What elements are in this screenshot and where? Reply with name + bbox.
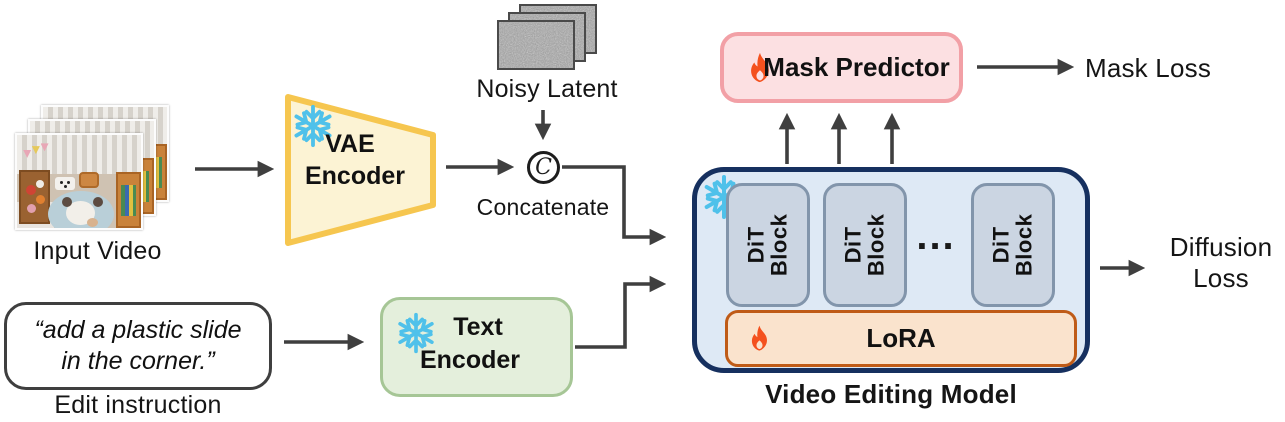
latent-frame-front [497, 20, 575, 70]
noisy-latent-label: Noisy Latent [476, 75, 618, 103]
edit-instruction-quote-line1: “add a plastic slide [34, 315, 242, 344]
mask-predictor: Mask Predictor [720, 32, 963, 103]
dit-block-3: DiT Block [971, 183, 1055, 307]
video-editing-model-label: Video Editing Model [765, 379, 1017, 409]
dit-block-1: DiT Block [726, 183, 810, 307]
vae-encoder: VAE Encoder [285, 94, 437, 246]
dit-block-label-line1: DiT [988, 226, 1014, 264]
vae-label-line2: Encoder [304, 162, 406, 190]
dit-block-label-line2: Block [1010, 213, 1036, 277]
snowflake-icon [394, 311, 438, 355]
text-encoder-label-line1: Text [453, 313, 503, 341]
video-frame-front [15, 133, 143, 230]
diffusion-loss-line2: Loss [1193, 262, 1249, 293]
dit-block-2: DiT Block [823, 183, 907, 307]
vae-label-line1: VAE [325, 130, 375, 158]
flame-icon [745, 324, 774, 353]
text-encoder: Text Encoder [380, 297, 573, 397]
arrow-text-to-model [575, 275, 667, 349]
edit-instruction-box: “add a plastic slide in the corner.” [4, 302, 272, 390]
mask-predictor-label: Mask Predictor [763, 52, 950, 82]
flame-icon [743, 51, 777, 85]
edit-instruction-label: Edit instruction [54, 391, 222, 419]
concatenate-label: Concatenate [476, 194, 610, 220]
diffusion-loss-line1: Diffusion [1169, 232, 1273, 262]
lora-adapter: LoRA [725, 310, 1077, 367]
input-video-label: Input Video [33, 237, 162, 265]
mask-loss-label: Mask Loss [1084, 53, 1212, 83]
video-editing-model: DiT Block DiT Block ... DiT Block LoRA [692, 167, 1090, 373]
dit-block-label-line1: DiT [840, 226, 866, 264]
circled-c-icon: C [535, 155, 552, 180]
dit-block-label-line2: Block [765, 213, 791, 277]
text-encoder-label-line2: Encoder [419, 346, 521, 374]
dit-block-label-line1: DiT [743, 226, 769, 264]
edit-instruction-quote-line2: in the corner.” [61, 347, 215, 375]
dit-block-label-line2: Block [862, 213, 888, 277]
lora-label: LoRA [866, 323, 936, 353]
diffusion-loss-label: Diffusion Loss [1157, 232, 1285, 293]
concatenate-circle: C [527, 151, 560, 184]
snowflake-icon [290, 103, 336, 149]
dit-blocks-ellipsis: ... [916, 214, 956, 258]
